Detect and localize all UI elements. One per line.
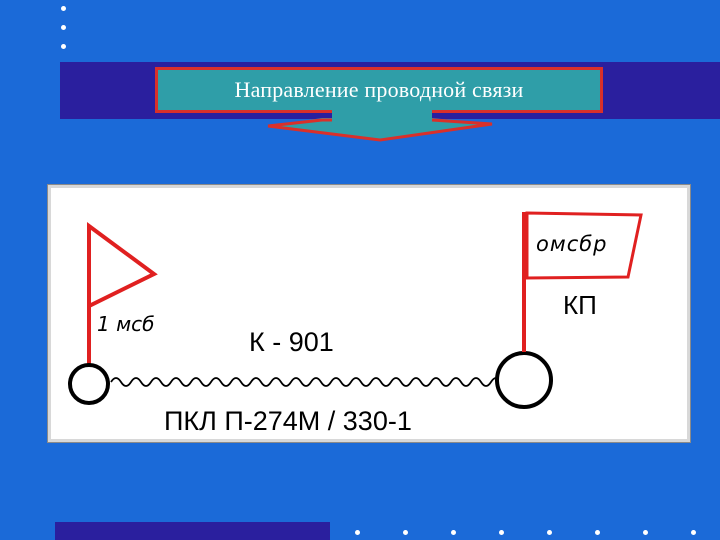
right-flag-label: омсбр [536,232,608,256]
left-flag [87,222,158,310]
right-post-label: КП [563,290,597,320]
left-post-label: 1 мсб [97,312,155,336]
decorative-dots-horizontal [355,530,715,538]
cable-label: ПКЛ П-274М / 330-1 [164,406,412,436]
right-flag [525,211,643,280]
title-box: Направление проводной связи [155,67,603,113]
right-node [495,351,553,409]
slide-title: Направление проводной связи [234,77,524,102]
down-arrow-icon [267,108,493,142]
bottom-band [55,522,330,540]
diagram-panel: 1 мсб омсбр КП К - 901 ПКЛ П-274М / 330-… [47,184,691,443]
left-node [68,363,110,405]
cable-line [110,377,502,387]
line-callsign: К - 901 [249,327,334,357]
wire-diagram [68,211,643,409]
